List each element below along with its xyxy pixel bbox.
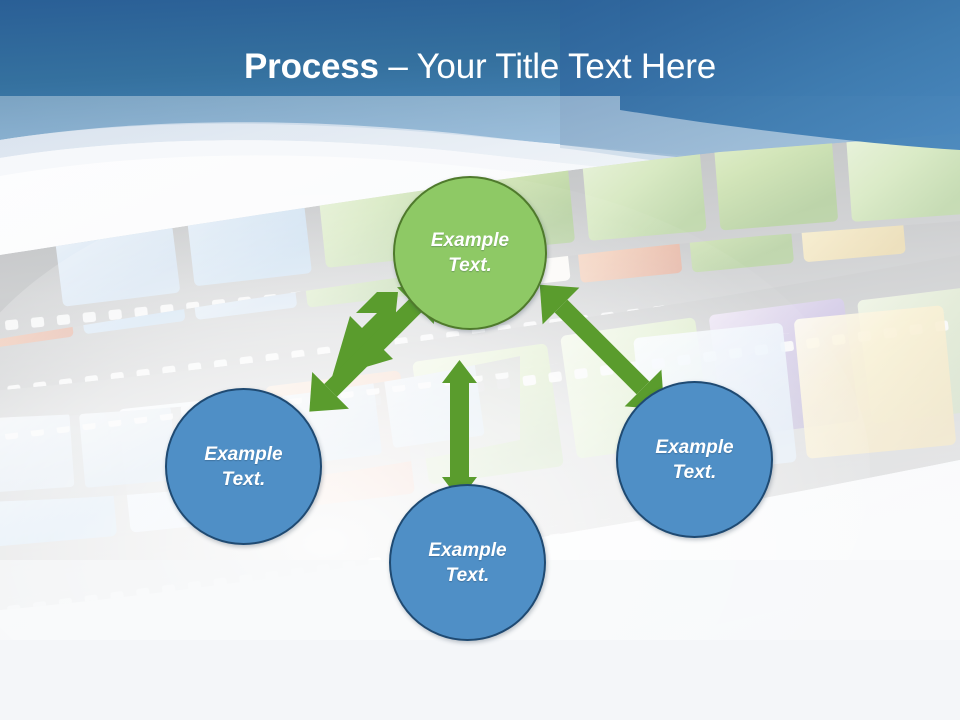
double-arrow-diagonal-icon	[332, 292, 398, 377]
process-node-bottom-label: Example Text.	[416, 538, 518, 588]
page-title: Process – Your Title Text Here	[0, 46, 960, 88]
process-node-top[interactable]: Example Text.	[393, 176, 547, 330]
artwork-bottom-fade-2	[0, 640, 960, 720]
process-node-top-label: Example Text.	[419, 228, 521, 278]
page-title-strong: Process	[244, 47, 379, 86]
page-title-text: Process – Your Title Text Here	[244, 46, 716, 88]
process-node-left-label-line1: Example	[204, 443, 283, 465]
process-node-right[interactable]: Example Text.	[616, 381, 773, 538]
process-node-bottom-label-line2: Text.	[445, 564, 490, 586]
page-title-separator: –	[378, 47, 417, 86]
process-node-right-label-line2: Text.	[672, 461, 717, 483]
process-node-right-label-line1: Example	[655, 436, 734, 458]
process-node-left-label: Example Text.	[192, 442, 294, 492]
process-node-left-label-line2: Text.	[221, 468, 266, 490]
process-node-bottom-label-line1: Example	[428, 539, 507, 561]
process-node-top-label-line1: Example	[430, 230, 510, 251]
connector-top-bottom[interactable]	[442, 360, 477, 500]
double-arrow-vertical-icon	[442, 360, 477, 500]
page-title-rest: Your Title Text Here	[416, 47, 717, 86]
header-overlay	[620, 0, 960, 150]
process-node-bottom[interactable]: Example Text.	[389, 484, 546, 641]
process-node-top-label-line2: Text.	[448, 255, 492, 276]
process-node-right-label: Example Text.	[643, 435, 745, 485]
process-node-left[interactable]: Example Text.	[165, 388, 322, 545]
